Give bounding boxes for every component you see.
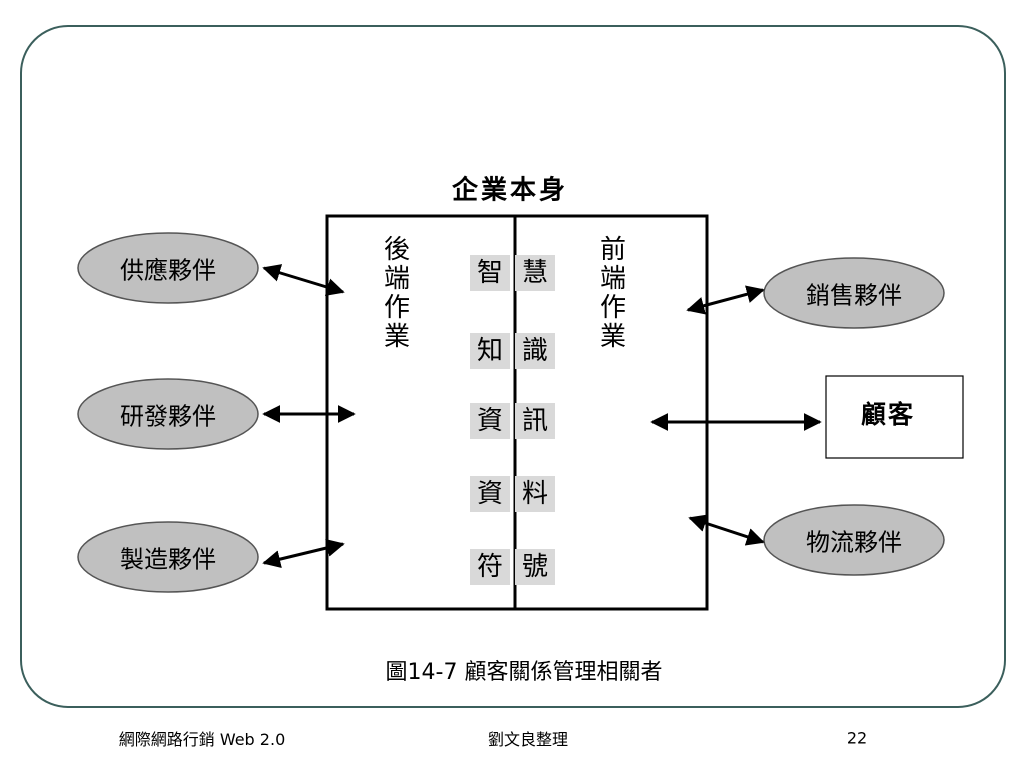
footer-page-number: 22	[846, 728, 868, 748]
hierarchy-symbol-left: 符	[470, 549, 510, 585]
hierarchy-information-right: 訊	[515, 403, 555, 439]
hierarchy-wisdom-right: 慧	[515, 255, 555, 291]
diagram-title: 企業本身	[451, 175, 569, 206]
customer-box	[825, 375, 964, 459]
front-office-label: 前端作業	[599, 235, 626, 352]
logistics-partner-label: 物流夥伴	[806, 528, 902, 557]
customer-label: 顧客	[860, 400, 916, 429]
arrow-sales	[686, 285, 765, 315]
figure-caption: 圖14-7 顧客關係管理相關者	[385, 660, 663, 685]
manufacturing-partner-label: 製造夥伴	[120, 545, 216, 574]
arrow-manufacturing	[262, 539, 345, 568]
ellipse-supply-partner	[77, 232, 259, 304]
ellipse-manufacturing-partner	[77, 521, 259, 593]
arrow-supply	[262, 264, 345, 296]
rd-partner-label: 研發夥伴	[120, 402, 216, 431]
ellipse-rd-partner	[77, 378, 259, 450]
arrow-logistics	[688, 514, 765, 546]
hierarchy-wisdom-left: 智	[470, 255, 510, 291]
sales-partner-label: 銷售夥伴	[806, 281, 902, 310]
hierarchy-data-left: 資	[470, 476, 510, 512]
hierarchy-knowledge-left: 知	[470, 333, 510, 369]
back-office-label: 後端作業	[383, 235, 410, 352]
hierarchy-information-left: 資	[470, 403, 510, 439]
hierarchy-symbol-right: 號	[515, 549, 555, 585]
supply-partner-label: 供應夥伴	[120, 256, 216, 285]
hierarchy-data-right: 料	[515, 476, 555, 512]
hierarchy-knowledge-right: 識	[515, 333, 555, 369]
footer-course: 網際網路行銷 Web 2.0	[118, 730, 286, 749]
slide-frame	[20, 25, 1006, 708]
footer-author: 劉文良整理	[487, 730, 569, 749]
